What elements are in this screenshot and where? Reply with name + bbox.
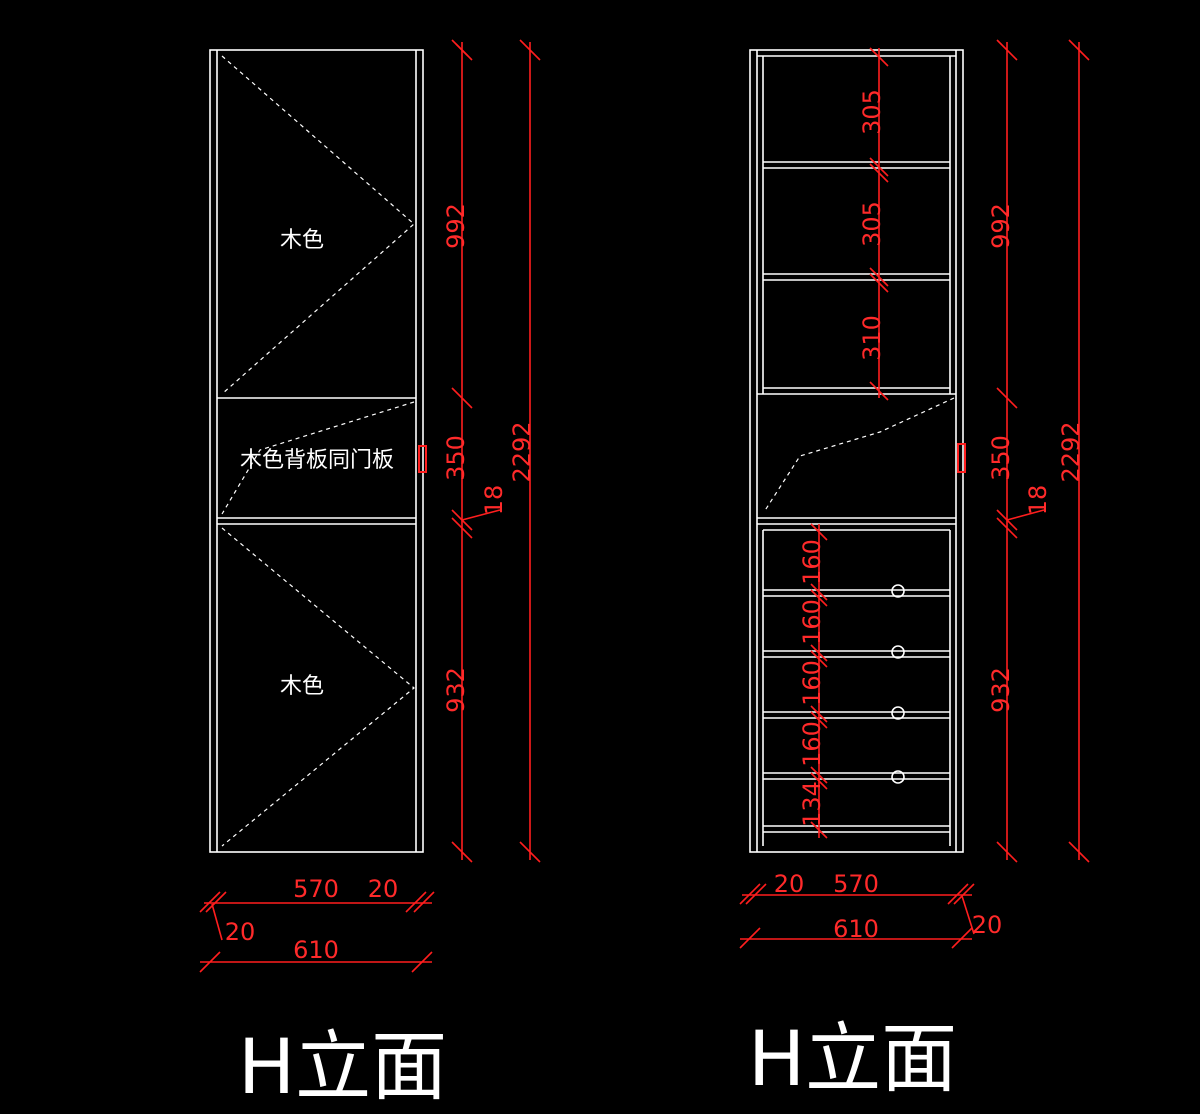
left-total-ticks bbox=[519, 39, 541, 863]
shelf-3-dim: 310 bbox=[858, 315, 886, 361]
right-left-side-dim: 20 bbox=[774, 870, 805, 898]
left-total-width-dim: 610 bbox=[293, 936, 339, 964]
right-handle-icon bbox=[957, 443, 966, 473]
upper-door-swing-lines bbox=[221, 55, 415, 395]
drawer-4-dim: 160 bbox=[798, 721, 826, 767]
right-shelf-thickness-dim: 18 bbox=[1024, 485, 1052, 516]
drawer-knob-icon bbox=[891, 645, 905, 659]
left-bottom-panel-label: 木色 bbox=[280, 674, 324, 699]
right-lower-height-dim: 932 bbox=[987, 667, 1015, 713]
drawer-5-dim: 134 bbox=[798, 781, 826, 827]
left-total-height-dim: 2292 bbox=[508, 421, 536, 482]
right-cabinet-outline bbox=[749, 49, 964, 853]
right-width-ticks bbox=[739, 883, 975, 905]
left-total-width-ticks bbox=[199, 951, 433, 973]
right-20-leader bbox=[961, 895, 975, 935]
left-20-leader bbox=[211, 903, 223, 941]
drawer-2-dim: 160 bbox=[798, 599, 826, 645]
left-inner-width-dim: 570 bbox=[293, 875, 339, 903]
drawer-knob-icon bbox=[891, 584, 905, 598]
shelf-1-dim: 305 bbox=[858, 89, 886, 135]
left-18-leader bbox=[461, 509, 501, 521]
left-shelf-thickness-dim: 18 bbox=[480, 485, 508, 516]
right-total-ticks bbox=[1068, 39, 1090, 863]
drawer-knob-icon bbox=[891, 770, 905, 784]
shelf-ticks bbox=[869, 47, 889, 401]
right-inner-width-dim: 570 bbox=[833, 870, 879, 898]
left-lower-height-dim: 932 bbox=[442, 667, 470, 713]
left-cabinet-outline bbox=[209, 49, 424, 853]
middle-opening-curve bbox=[221, 401, 415, 515]
right-total-width-ticks bbox=[739, 927, 973, 949]
shelf-2-dim: 305 bbox=[858, 201, 886, 247]
lower-door-swing-lines bbox=[221, 527, 415, 847]
drawer-1-dim: 160 bbox=[798, 539, 826, 585]
right-upper-height-dim: 992 bbox=[987, 203, 1015, 249]
left-middle-panel-label: 木色背板同门板 bbox=[240, 448, 394, 473]
right-view-title: H立面 bbox=[748, 1014, 957, 1103]
door-handle-icon bbox=[418, 445, 427, 473]
drawer-ticks bbox=[810, 523, 828, 839]
right-elevation: 305 305 310 160 160 160 160 134 992 350 … bbox=[739, 39, 1090, 1103]
right-right-side-dim: 20 bbox=[972, 911, 1003, 939]
left-width-ticks bbox=[199, 891, 435, 913]
left-left-side-dim: 20 bbox=[225, 918, 256, 946]
right-total-width-dim: 610 bbox=[833, 915, 879, 943]
left-elevation: 992 350 18 932 2292 木色 木色背板同门板 木色 570 20… bbox=[199, 39, 541, 1111]
drawer-fronts bbox=[762, 529, 951, 846]
drawer-knobs bbox=[891, 584, 905, 784]
left-upper-height-dim: 992 bbox=[442, 203, 470, 249]
right-total-height-dim: 2292 bbox=[1057, 421, 1085, 482]
drawer-3-dim: 160 bbox=[798, 660, 826, 706]
left-right-side-dim: 20 bbox=[368, 875, 399, 903]
right-middle-height-dim: 350 bbox=[987, 435, 1015, 481]
drawer-knob-icon bbox=[891, 706, 905, 720]
left-view-title: H立面 bbox=[238, 1022, 447, 1111]
left-middle-height-dim: 350 bbox=[442, 435, 470, 481]
right-middle-opening-curve bbox=[763, 397, 955, 513]
left-top-panel-label: 木色 bbox=[280, 228, 324, 253]
right-18-leader bbox=[1006, 509, 1045, 521]
upper-shelves bbox=[757, 55, 956, 525]
